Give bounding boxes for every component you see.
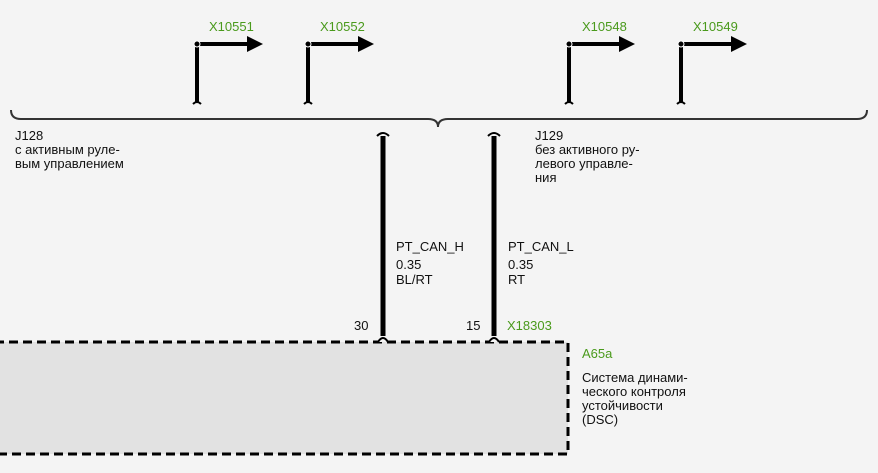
connector-label-x10551[interactable]: X10551 (209, 19, 254, 34)
wire-pt-can-h[interactable] (376, 132, 390, 343)
connector-arrow-x10548[interactable] (564, 36, 635, 105)
dsc-module-box[interactable] (0, 340, 570, 456)
variant-right-desc: без активного ру- левого управле- ния (535, 142, 640, 185)
component-id[interactable]: A65a (582, 346, 613, 361)
connector-label-x10548[interactable]: X10548 (582, 19, 627, 34)
connector-arrow-x10549[interactable] (676, 36, 747, 105)
wire-color-l: RT (508, 272, 526, 287)
wire-pt-can-l[interactable] (487, 132, 501, 343)
wire-signal-l: PT_CAN_L (508, 239, 574, 254)
component-desc: Система динами- ческого контроля устойчи… (582, 370, 688, 427)
wire-gauge-h: 0.35 (396, 257, 422, 272)
connector-arrow-x10552[interactable] (303, 36, 374, 105)
variant-left-code: J128 (15, 128, 44, 143)
connector-label-x10549[interactable]: X10549 (693, 19, 738, 34)
connector-label-x10552[interactable]: X10552 (320, 19, 365, 34)
wire-signal-h: PT_CAN_H (396, 239, 464, 254)
wire-gauge-l: 0.35 (508, 257, 534, 272)
pin-number-30: 30 (354, 318, 369, 333)
connector-arrow-x10551[interactable] (192, 36, 263, 105)
variant-brace (10, 109, 868, 128)
pin-number-15: 15 (466, 318, 481, 333)
variant-right-code: J129 (535, 128, 564, 143)
wire-color-h: BL/RT (396, 272, 433, 287)
connector-label-x18303[interactable]: X18303 (507, 318, 552, 333)
variant-left-desc: с активным руле- вым управлением (15, 142, 124, 171)
